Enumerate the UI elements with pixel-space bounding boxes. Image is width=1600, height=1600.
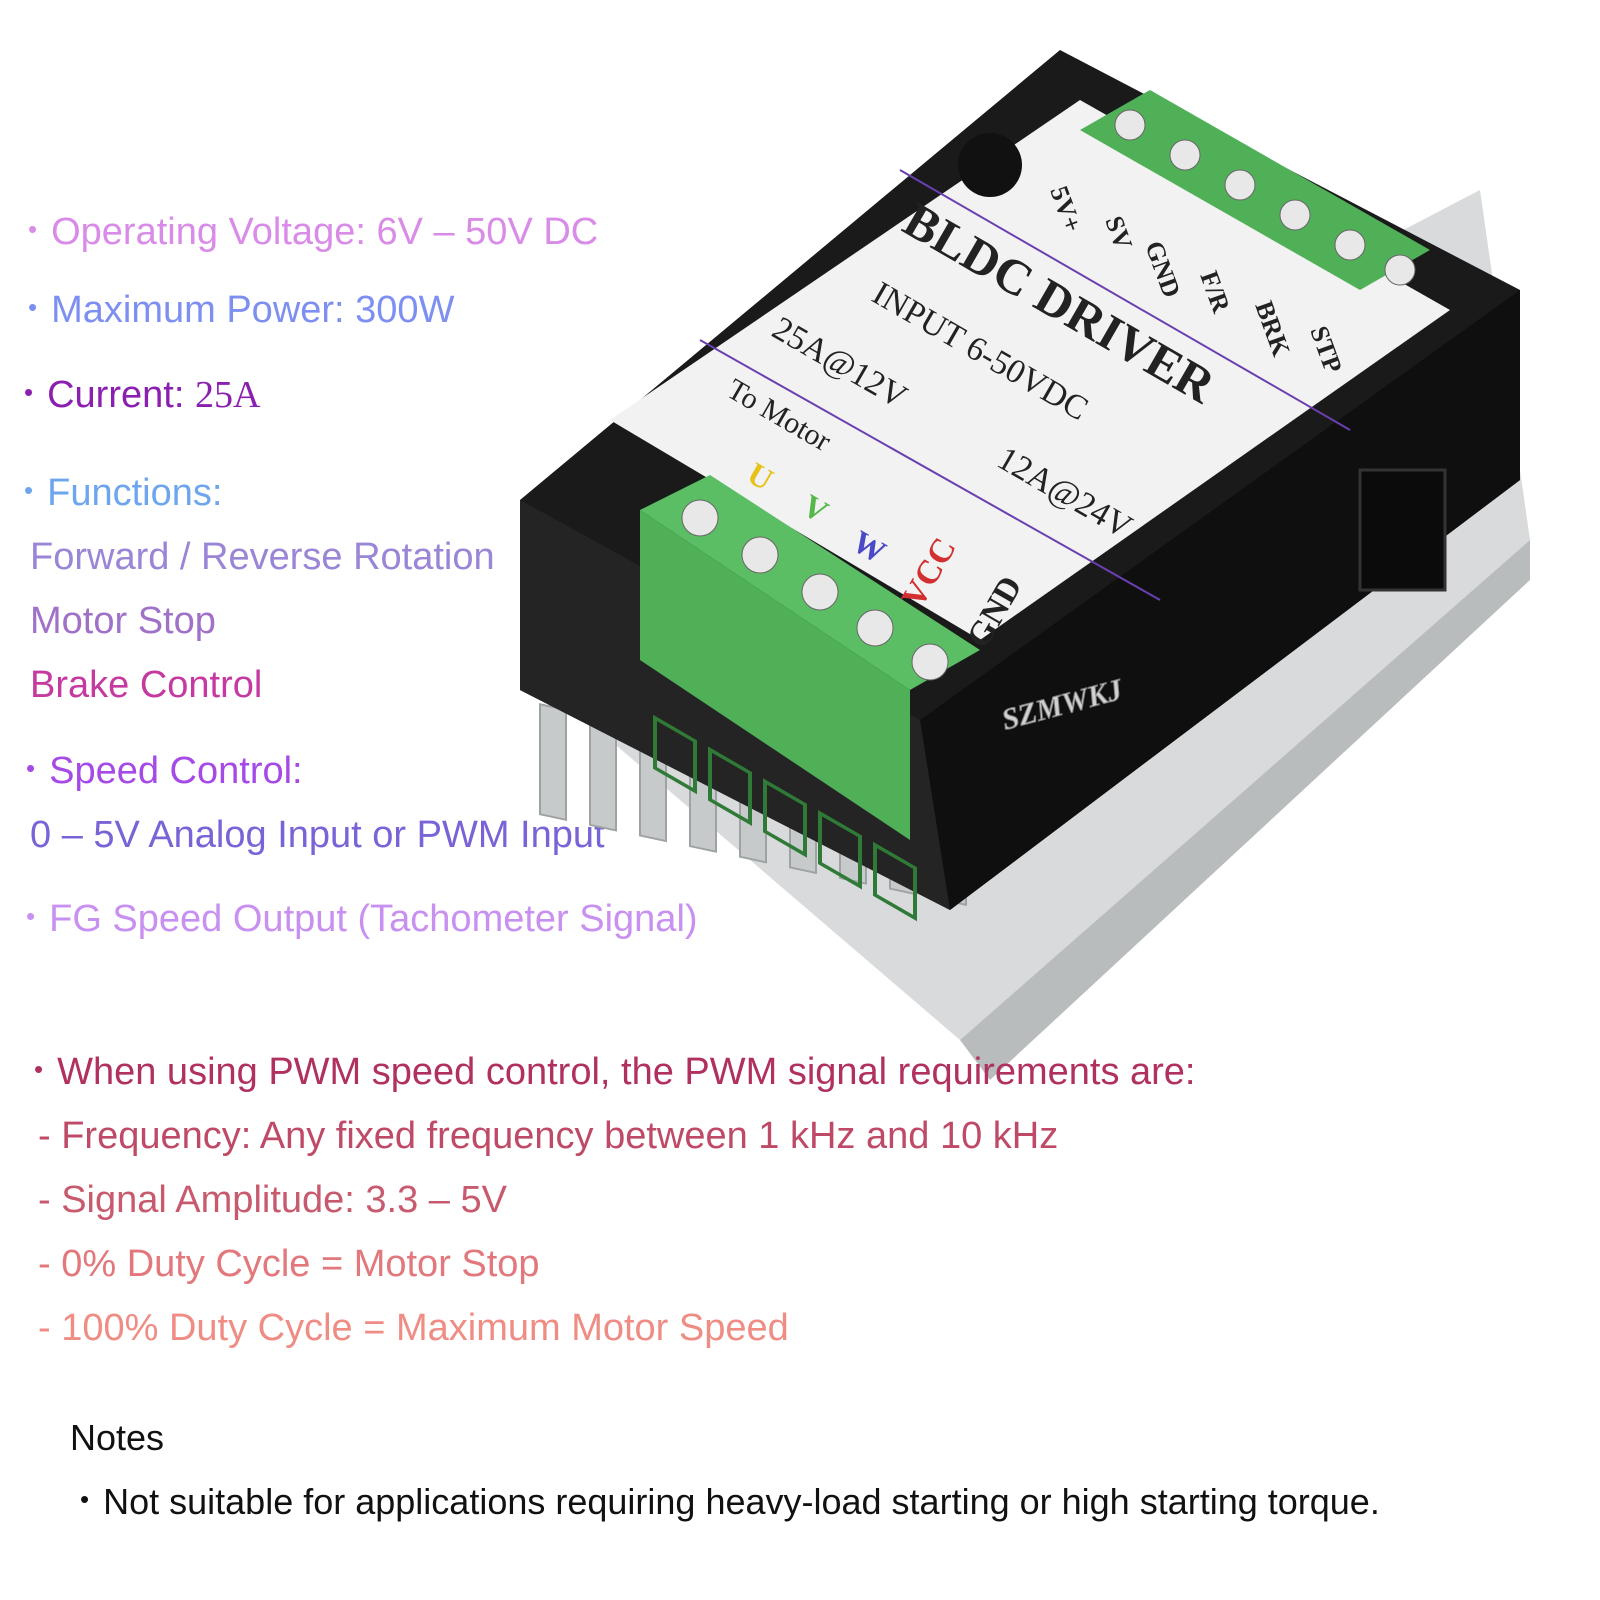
label-divider [899, 169, 1351, 431]
spec-current-value: 25A [194, 374, 261, 416]
function-item: Motor Stop [30, 600, 216, 642]
terminal-screw [911, 643, 949, 681]
terminal-screw [681, 499, 719, 537]
spec-current-label: Current: [47, 374, 185, 416]
notes-title: Notes [70, 1417, 165, 1458]
control-terminal-block: 5V+ SV GND F/R BRK STP [1044, 90, 1430, 377]
function-item: Forward / Reverse Rotation [30, 536, 495, 578]
terminal-screw [1224, 169, 1256, 201]
function-item: Brake Control [30, 664, 263, 706]
pwm-amplitude: - Signal Amplitude: 3.3 – 5V [38, 1179, 507, 1221]
notes-item: • Not suitable for applications requiring… [80, 1484, 1380, 1520]
terminal-screw [1169, 139, 1201, 171]
pwm-duty-zero: - 0% Duty Cycle = Motor Stop [38, 1243, 540, 1285]
bullet: • [24, 475, 34, 505]
spec-voltage-text: Operating Voltage: 6V – 50V DC [51, 211, 599, 253]
label-divider [699, 339, 1161, 601]
bullet: • [80, 1484, 90, 1514]
functions-heading: • Functions: [24, 474, 222, 512]
fg-output-text: FG Speed Output (Tachometer Signal) [49, 898, 698, 940]
terminal-screw [1279, 199, 1311, 231]
terminal-screw [1334, 229, 1366, 261]
terminal-screw [1114, 109, 1146, 141]
bldc-driver-photo: BLDC DRIVER INPUT 6-50VDC 25A@12V 12A@24… [520, 50, 1530, 1080]
pwm-frequency: - Frequency: Any fixed frequency between… [38, 1115, 1059, 1157]
terminal-screw [801, 573, 839, 611]
bullet: • [24, 377, 34, 407]
spec-power: • Maximum Power: 300W [28, 291, 454, 329]
speed-heading-text: Speed Control: [49, 750, 303, 792]
speed-heading: • Speed Control: [26, 752, 303, 790]
bullet: • [26, 753, 36, 783]
terminal-screw [856, 609, 894, 647]
terminal-screw [741, 536, 779, 574]
bullet: • [28, 214, 38, 244]
bullet: • [34, 1054, 44, 1084]
pwm-intro: • When using PWM speed control, the PWM s… [34, 1053, 1195, 1091]
spec-power-text: Maximum Power: 300W [51, 289, 455, 331]
spec-current: • Current: 25A [24, 376, 260, 414]
mount-hole [958, 133, 1022, 197]
bullet: • [26, 901, 36, 931]
pwm-duty-full: - 100% Duty Cycle = Maximum Motor Speed [38, 1307, 789, 1349]
speed-detail: 0 – 5V Analog Input or PWM Input [30, 814, 605, 856]
pwm-intro-text: When using PWM speed control, the PWM si… [57, 1051, 1196, 1093]
notes-item-text: Not suitable for applications requiring … [103, 1481, 1380, 1522]
functions-heading-text: Functions: [47, 472, 223, 514]
fg-output: • FG Speed Output (Tachometer Signal) [26, 900, 698, 938]
bullet: • [28, 292, 38, 322]
terminal-screw [1384, 254, 1416, 286]
side-connector [1358, 468, 1447, 592]
device-label: BLDC DRIVER INPUT 6-50VDC 25A@12V 12A@24… [610, 100, 1450, 640]
spec-voltage: • Operating Voltage: 6V – 50V DC [28, 213, 598, 251]
